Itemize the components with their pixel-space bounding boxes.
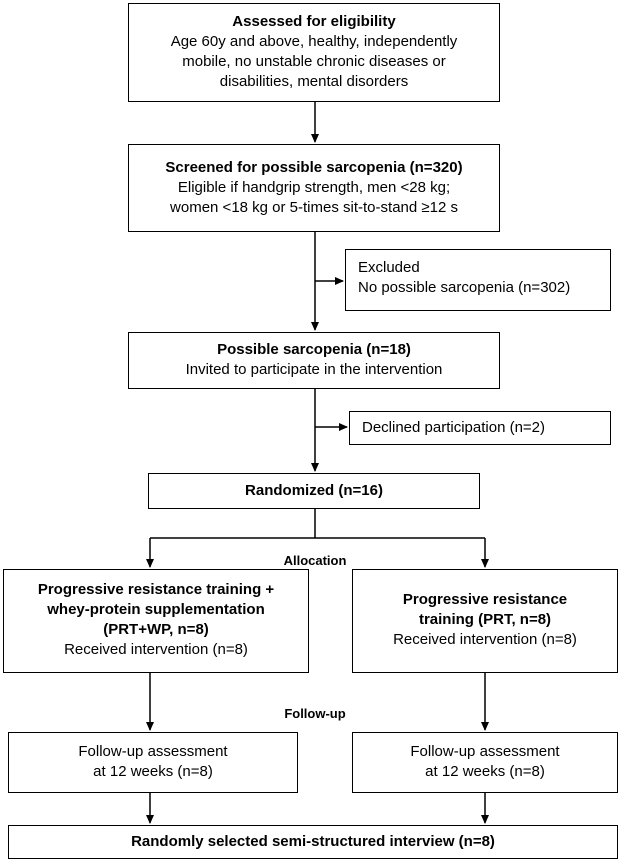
left-arm-title-line: Progressive resistance training + [37,581,275,598]
left-arm-received: Received intervention (n=8) [64,641,248,658]
left-arm-title-line: (PRT+WP, n=8) [103,621,209,638]
possible-line: Invited to participate in the interventi… [185,361,443,378]
excluded-line: Excluded [358,259,420,276]
possible-title: Possible sarcopenia (n=18) [217,341,411,358]
randomized-box: Randomized (n=16) [148,473,480,509]
left-arm-box: Progressive resistance training + whey-p… [3,569,309,673]
interview-text: Randomly selected semi-structured interv… [131,833,495,850]
assessed-box: Assessed for eligibility Age 60y and abo… [128,3,500,102]
declined-text: Declined participation (n=2) [362,419,546,436]
right-followup-line: at 12 weeks (n=8) [425,763,545,780]
left-followup-line: at 12 weeks (n=8) [93,763,213,780]
randomized-text: Randomized (n=16) [245,482,383,499]
declined-box: Declined participation (n=2) [349,411,611,445]
screened-title: Screened for possible sarcopenia (n=320) [165,159,463,176]
screened-line: women <18 kg or 5-times sit-to-stand ≥12… [170,199,458,216]
followup-label: Follow-up [284,706,346,721]
screened-line: Eligible if handgrip strength, men <28 k… [177,179,451,196]
assessed-title: Assessed for eligibility [232,13,396,30]
right-arm-box: Progressive resistance training (PRT, n=… [352,569,618,673]
allocation-label: Allocation [283,553,347,568]
right-arm-title-line: training (PRT, n=8) [418,611,552,628]
excluded-box: Excluded No possible sarcopenia (n=302) [345,249,611,311]
right-arm-title-line: Progressive resistance [402,591,568,608]
assessed-line: Age 60y and above, healthy, independentl… [170,33,458,50]
screened-box: Screened for possible sarcopenia (n=320)… [128,144,500,232]
right-arm-received: Received intervention (n=8) [393,631,577,648]
left-arm-title-line: whey-protein supplementation [47,601,265,618]
possible-box: Possible sarcopenia (n=18) Invited to pa… [128,332,500,389]
assessed-line: mobile, no unstable chronic diseases or [182,53,446,70]
left-followup-box: Follow-up assessment at 12 weeks (n=8) [8,732,298,793]
right-followup-line: Follow-up assessment [410,743,560,760]
right-followup-box: Follow-up assessment at 12 weeks (n=8) [352,732,618,793]
left-followup-line: Follow-up assessment [78,743,228,760]
excluded-line: No possible sarcopenia (n=302) [358,279,571,296]
interview-box: Randomly selected semi-structured interv… [8,825,618,859]
assessed-line: disabilities, mental disorders [219,73,409,90]
